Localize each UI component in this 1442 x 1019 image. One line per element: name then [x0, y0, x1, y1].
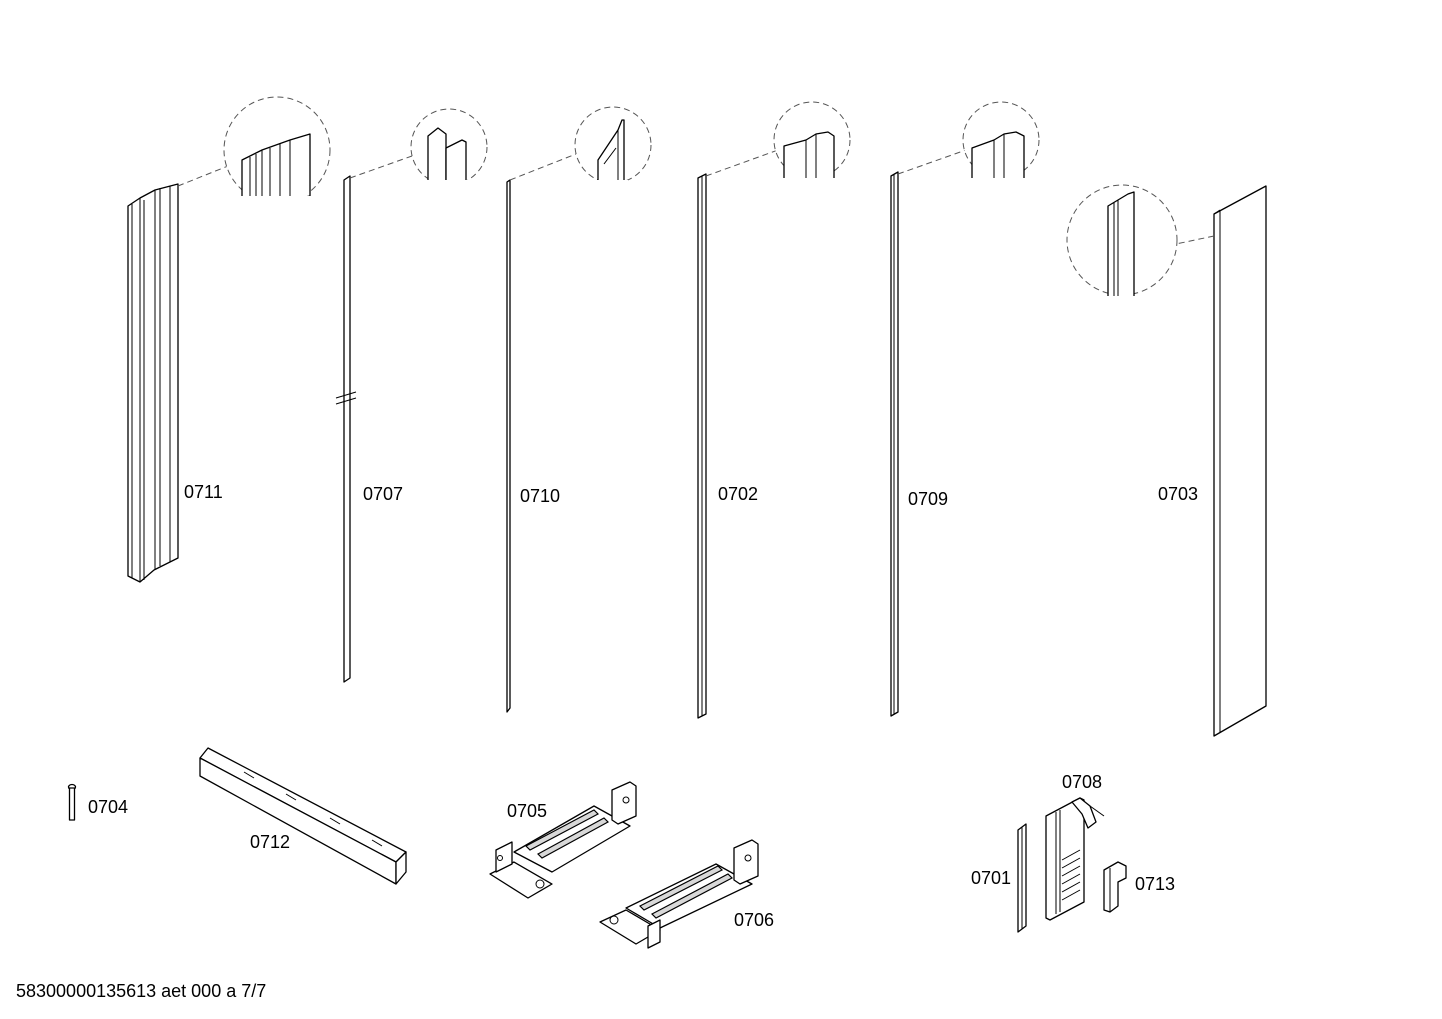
label-0705: 0705	[507, 801, 547, 821]
part-0712-drawing	[199, 747, 407, 885]
label-0703: 0703	[1158, 484, 1198, 504]
label-0706: 0706	[734, 910, 774, 930]
part-0704-drawing	[67, 783, 77, 821]
label-0707: 0707	[363, 484, 403, 504]
part-0713-drawing	[1103, 861, 1127, 913]
part-0703-drawing	[1066, 184, 1267, 737]
label-0709: 0709	[908, 489, 948, 509]
part-0709-drawing	[890, 101, 1040, 717]
label-0713: 0713	[1135, 874, 1175, 894]
part-0710-drawing	[506, 106, 652, 713]
part-0706-drawing	[599, 839, 759, 949]
label-0712: 0712	[250, 832, 290, 852]
document-code: 58300000135613 aet 000 a 7/7	[16, 981, 267, 1001]
part-0708-drawing	[1045, 797, 1105, 921]
part-0701-drawing	[1017, 823, 1027, 933]
part-0702-drawing	[697, 101, 851, 719]
label-0708: 0708	[1062, 772, 1102, 792]
label-0701: 0701	[971, 868, 1011, 888]
label-0711: 0711	[184, 482, 223, 502]
part-0711-drawing	[127, 96, 331, 583]
part-0707-drawing	[335, 108, 488, 683]
label-0710: 0710	[520, 486, 560, 506]
part-0705-drawing	[489, 781, 637, 899]
label-0704: 0704	[88, 797, 128, 817]
label-0702: 0702	[718, 484, 758, 504]
